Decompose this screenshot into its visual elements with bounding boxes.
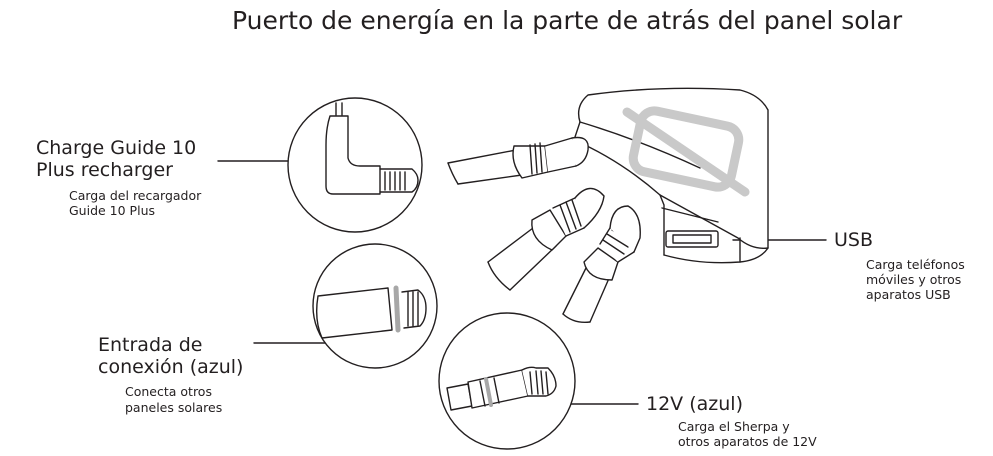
page-title: Puerto de energía en la parte de atrás d… bbox=[232, 6, 903, 35]
input-sub1: Conecta otros bbox=[125, 384, 212, 399]
charge-guide-sub1: Carga del recargador bbox=[69, 188, 202, 203]
charge-guide-plug-icon bbox=[325, 102, 419, 195]
twelve-volt-sub2: otros aparatos de 12V bbox=[678, 434, 817, 449]
twelve-volt-label: 12V (azul) bbox=[646, 393, 743, 415]
cable-charge-guide bbox=[447, 136, 589, 185]
connection-input-plug-icon bbox=[315, 285, 427, 339]
charge-guide-label-line1: Charge Guide 10 bbox=[36, 137, 197, 159]
usb-sub3: aparatos USB bbox=[866, 287, 951, 302]
charge-guide-sub2: Guide 10 Plus bbox=[69, 203, 156, 218]
input-label-line1: Entrada de bbox=[98, 334, 203, 356]
twelve-volt-plug-icon bbox=[446, 366, 557, 411]
usb-port-icon bbox=[661, 207, 719, 248]
input-sub2: paneles solares bbox=[125, 400, 223, 415]
cable-input bbox=[487, 187, 605, 291]
usb-label: USB bbox=[834, 229, 874, 251]
power-hub-icon bbox=[573, 87, 769, 264]
usb-sub2: móviles y otros bbox=[866, 272, 962, 287]
charge-guide-label-line2: Plus recharger bbox=[36, 159, 173, 181]
input-label-line2: conexión (azul) bbox=[98, 356, 244, 378]
goal-zero-logo-icon bbox=[622, 106, 750, 197]
twelve-volt-sub1: Carga el Sherpa y bbox=[678, 419, 790, 434]
usb-sub1: Carga teléfonos bbox=[866, 257, 965, 272]
cable-12v bbox=[562, 205, 641, 324]
